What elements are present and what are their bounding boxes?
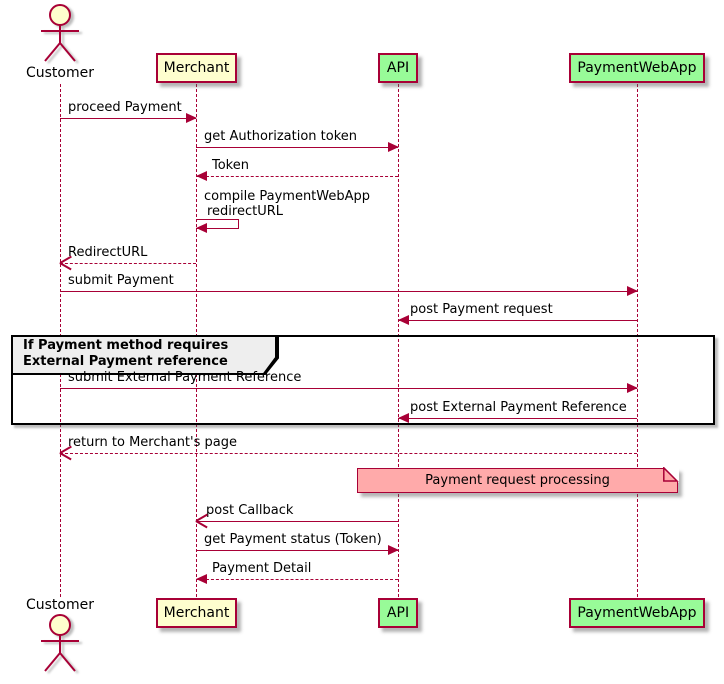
participant-label: API: [386, 605, 410, 621]
group-frame-title-line1: If Payment method requires: [23, 338, 229, 353]
message-label: proceed Payment: [68, 100, 182, 115]
participant-paymentwebapp-bottom: PaymentWebApp: [569, 598, 705, 628]
message-line: [60, 453, 637, 454]
participant-merchant-bottom: Merchant: [156, 598, 237, 628]
group-frame-header: [11, 335, 279, 375]
message-label: submit External Payment Reference: [68, 370, 302, 385]
participant-label: API: [386, 60, 410, 76]
arrowhead-icon: [196, 171, 207, 181]
participant-api-top: API: [378, 53, 418, 83]
message-label: compile PaymentWebApp: [204, 189, 371, 204]
message-line: [60, 388, 637, 389]
message-label: get Authorization token: [204, 129, 358, 144]
participant-paymentwebapp-top: PaymentWebApp: [569, 53, 705, 83]
message-label: return to Merchant's page: [68, 435, 237, 450]
message-label: post Callback: [206, 503, 294, 518]
arrowhead-icon: [398, 413, 409, 423]
arrowhead-icon: [186, 113, 197, 123]
note-text: Payment request processing: [425, 473, 610, 488]
message-label: submit Payment: [68, 273, 174, 288]
lifeline-api: [398, 84, 399, 597]
note-fold-icon: [662, 467, 679, 484]
actor-label-top: Customer: [25, 65, 94, 81]
self-message-line-bottom: [196, 228, 238, 229]
arrowhead-icon: [196, 514, 209, 527]
participant-api-bottom: API: [378, 598, 418, 628]
message-label: Token: [212, 158, 249, 173]
arrowhead-icon: [627, 383, 638, 393]
arrowhead-icon: [388, 545, 399, 555]
message-label: RedirectURL: [68, 245, 148, 260]
message-label: get Payment status (Token): [204, 532, 382, 547]
message-label: Payment Detail: [212, 561, 312, 576]
group-frame: If Payment method requires External Paym…: [11, 335, 715, 425]
arrowhead-icon: [388, 142, 399, 152]
message-label: post External Payment Reference: [410, 400, 627, 415]
participant-label: PaymentWebApp: [577, 60, 697, 76]
message-line: [196, 550, 398, 551]
actor-icon-top: [41, 4, 79, 62]
self-message-line-top: [196, 219, 238, 220]
arrowhead-icon: [60, 256, 73, 269]
lifeline-paymentwebapp: [637, 84, 638, 597]
message-line: [60, 291, 637, 292]
participant-label: Merchant: [163, 60, 230, 76]
message-label: post Payment request: [410, 302, 553, 317]
arrowhead-icon: [398, 315, 409, 325]
message-line: [60, 263, 196, 264]
self-message-line-right: [238, 219, 239, 229]
arrowhead-icon: [196, 223, 207, 233]
arrowhead-icon: [196, 574, 207, 584]
participant-label: PaymentWebApp: [577, 605, 697, 621]
participant-merchant-top: Merchant: [156, 53, 237, 83]
actor-icon-bottom: [41, 614, 79, 672]
arrowhead-icon: [627, 286, 638, 296]
message-line: [196, 176, 398, 177]
group-frame-title-line2: External Payment reference: [23, 354, 228, 369]
message-line: [196, 521, 398, 522]
message-line: [60, 118, 196, 119]
message-label: redirectURL: [207, 204, 284, 219]
message-line: [398, 418, 637, 419]
message-line: [398, 320, 637, 321]
message-line: [196, 579, 398, 580]
message-line: [196, 147, 398, 148]
note: Payment request processing: [357, 467, 679, 493]
arrowhead-icon: [60, 446, 73, 459]
actor-label-bottom: Customer: [25, 597, 94, 613]
participant-label: Merchant: [163, 605, 230, 621]
